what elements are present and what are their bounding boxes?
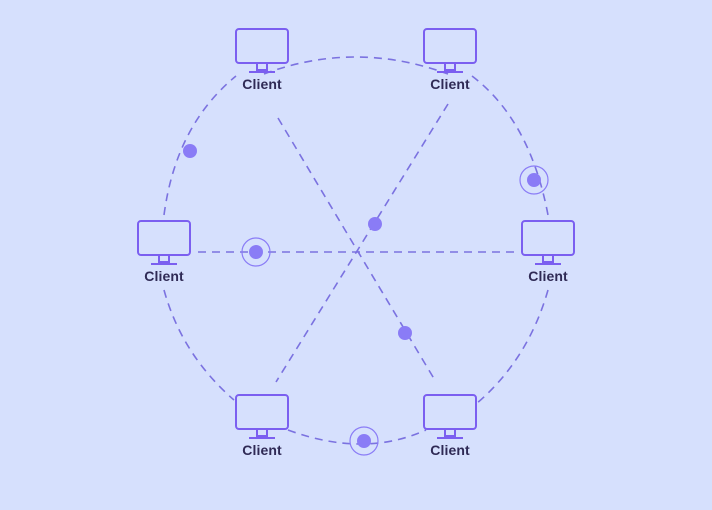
client-node-top-right: Client xyxy=(405,27,495,92)
client-label: Client xyxy=(144,268,184,284)
packet-dot xyxy=(398,326,412,340)
packet-halo xyxy=(349,426,379,456)
packet-dot xyxy=(527,173,541,187)
monitor-icon xyxy=(423,394,477,439)
client-node-bottom-left: Client xyxy=(217,393,307,458)
client-label: Client xyxy=(242,76,282,92)
monitor-icon xyxy=(235,28,289,73)
monitor-icon xyxy=(423,28,477,73)
monitor-icon xyxy=(137,220,191,265)
monitor-icon xyxy=(521,220,575,265)
client-node-mid-left: Client xyxy=(119,219,209,284)
packet-dot xyxy=(357,434,371,448)
ring-arc-top-right xyxy=(471,75,549,216)
packet-dot xyxy=(183,144,197,158)
monitor-icon xyxy=(235,394,289,439)
ring-arc-bottom-left xyxy=(163,289,235,401)
ring-arc-bottom-right xyxy=(475,289,549,405)
client-label: Client xyxy=(430,442,470,458)
client-node-bottom-right: Client xyxy=(405,393,495,458)
client-node-top-left: Client xyxy=(217,27,307,92)
ring-arc-top-left xyxy=(163,75,237,216)
client-label: Client xyxy=(430,76,470,92)
client-label: Client xyxy=(242,442,282,458)
cross-link-topright-bottomleft xyxy=(275,103,449,383)
client-node-mid-right: Client xyxy=(503,219,593,284)
packet-halo xyxy=(519,165,549,195)
packet-halo xyxy=(241,237,271,267)
packet-dot xyxy=(368,217,382,231)
packet-dot xyxy=(249,245,263,259)
client-label: Client xyxy=(528,268,568,284)
